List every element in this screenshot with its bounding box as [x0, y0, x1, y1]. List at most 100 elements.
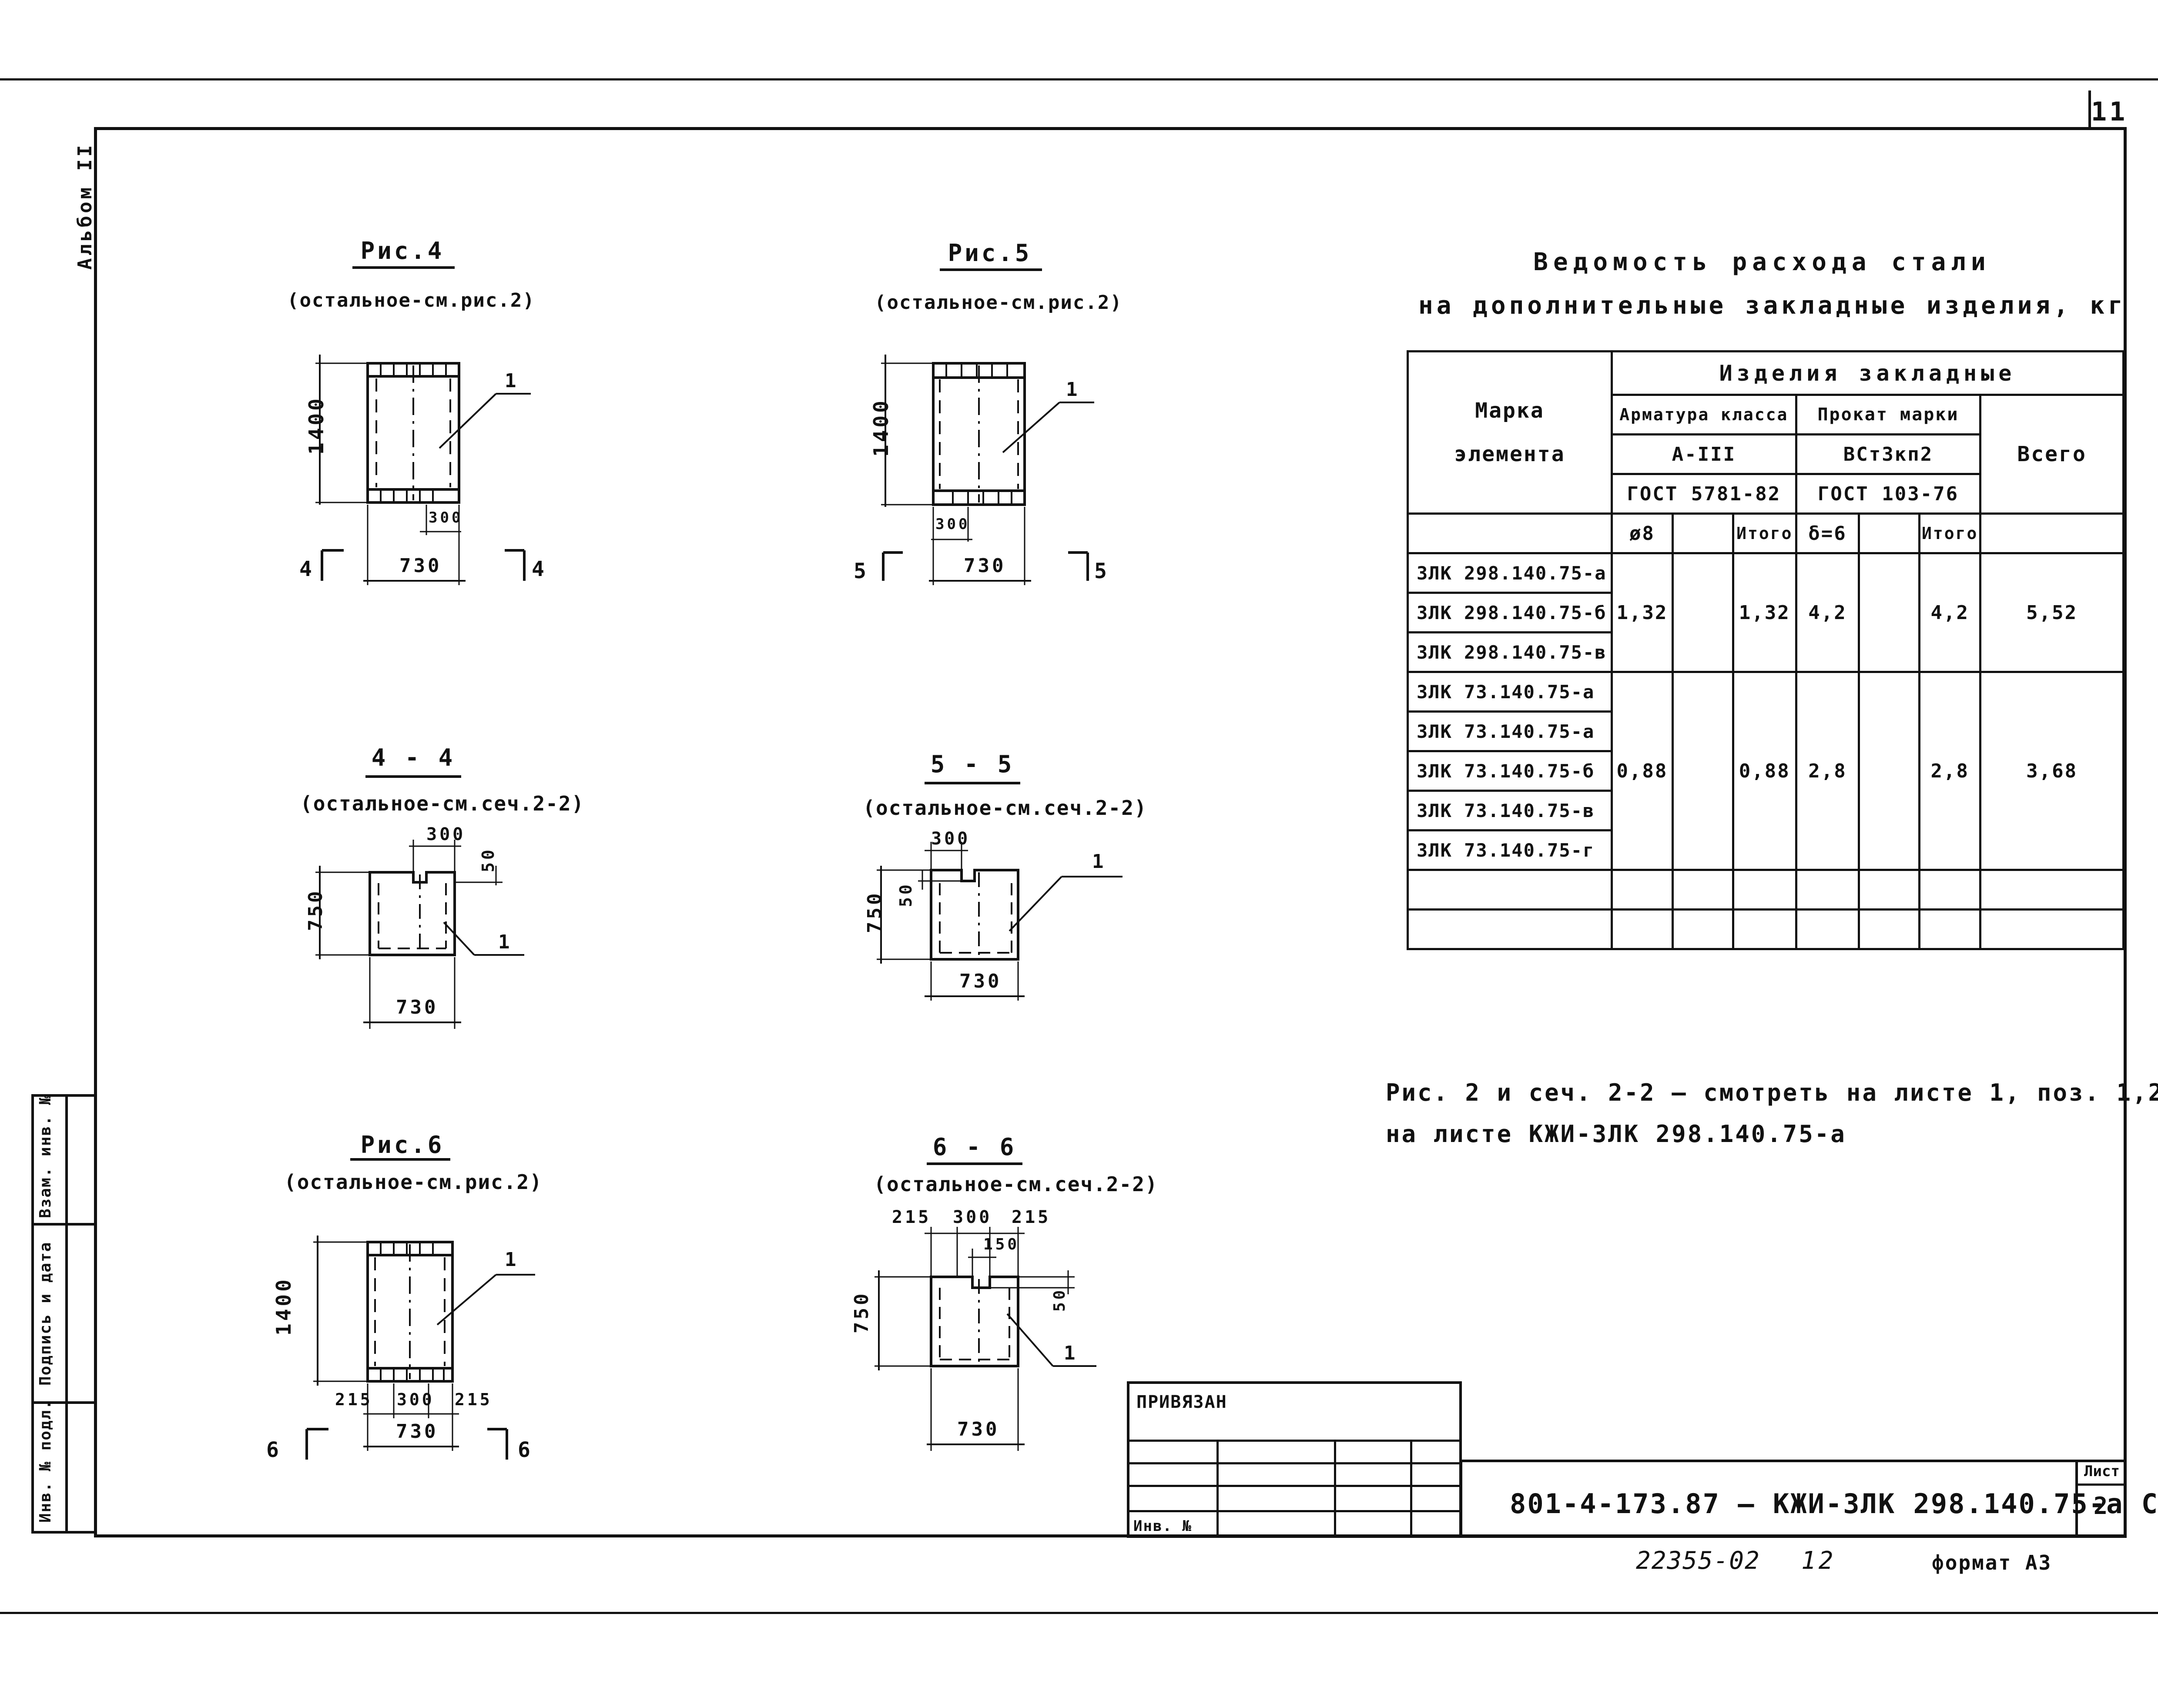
g1-itogo1: 1,32 [1732, 552, 1797, 673]
fig6-note: (остальное-см.рис.2) [284, 1170, 543, 1194]
fig6-dim-c: 215 [455, 1390, 493, 1409]
table-title-line2: на дополнительные закладные изделия, кг [1418, 291, 2126, 320]
sec44-dim-height: 750 [305, 888, 327, 931]
fig6-cut-right: 6 [518, 1438, 533, 1462]
th-d8: ø8 [1611, 512, 1674, 554]
row-mark: 3ЛК 298.140.75-б [1407, 592, 1613, 633]
top-trim-line [0, 78, 2158, 80]
row-mark: 3ЛК 298.140.75-в [1407, 631, 1613, 673]
g1-itogo2: 4,2 [1918, 552, 1982, 673]
fig5-dim-small: 300 [935, 516, 970, 533]
sec55-callout: 1 [1092, 851, 1106, 873]
row-mark: 3ЛК 298.140.75-а [1407, 552, 1613, 594]
row-mark: 3ЛК 73.140.75-а [1407, 671, 1613, 713]
th-itogo1: Итого [1732, 512, 1797, 554]
fig6-callout: 1 [505, 1249, 519, 1271]
fig4-title: Рис.4 [360, 237, 445, 265]
privyazan-label: ПРИВЯЗАН [1136, 1392, 1227, 1412]
sec66-dim-a: 215 [892, 1207, 932, 1227]
sec44-title: 4 - 4 [371, 744, 456, 771]
sec66-drawing [875, 1227, 1096, 1451]
g1-total: 5,52 [1979, 552, 2124, 673]
th-armatura: Арматура класса [1611, 394, 1797, 435]
title-designation: 801-4-173.87 – КЖИ-3ЛК 298.140.75-а СБ [1510, 1488, 2158, 1520]
sec44-dim-depth: 50 [479, 847, 498, 872]
g2-itogo1: 0,88 [1732, 671, 1797, 871]
sec66-title: 6 - 6 [932, 1133, 1017, 1161]
title-sheet-label: Лист [2084, 1463, 2120, 1480]
fig4-note: (остальное-см.рис.2) [287, 289, 535, 311]
g2-total: 3,68 [1979, 671, 2124, 871]
sec55-drawing [877, 842, 1123, 1001]
fig4-drawing [315, 355, 531, 585]
side-stamp [31, 1094, 97, 1534]
title-sheet-number: 2 [2093, 1492, 2111, 1520]
fig5-drawing [881, 355, 1094, 585]
row-mark: 3ЛК 73.140.75-в [1407, 790, 1613, 831]
th-armatura-class: А-III [1611, 433, 1797, 475]
privyazan-inv: Инв. № [1133, 1517, 1192, 1535]
drawing-frame [94, 127, 2127, 1537]
sec44-dim-width: 730 [396, 996, 439, 1018]
sheet-corner-number: 11 [2091, 97, 2128, 127]
fig5-cut-left: 5 [854, 559, 869, 583]
sec44-callout: 1 [498, 931, 513, 953]
footer-order: 22355-02 [1636, 1547, 1760, 1575]
sec66-dim-b: 300 [953, 1207, 992, 1227]
th-delta: δ=6 [1795, 512, 1860, 554]
sec55-dim-height: 750 [864, 891, 886, 933]
th-prokat-gost: ГОСТ 103-76 [1795, 473, 1982, 515]
fig6-dim-height: 1400 [272, 1277, 295, 1336]
g2-itogo2: 2,8 [1918, 671, 1982, 871]
sec66-dim-c: 215 [1012, 1207, 1051, 1227]
sec55-dim-width: 730 [959, 970, 1002, 992]
sec44-drawing [315, 840, 524, 1029]
footer-page: 12 [1801, 1547, 1836, 1575]
th-group: Изделия закладные [1611, 350, 2124, 396]
fig5-callout: 1 [1066, 378, 1080, 401]
fig5-note: (остальное-см.рис.2) [875, 291, 1123, 314]
fig4-cut-right: 4 [532, 557, 547, 581]
sec55-dim-small: 300 [931, 829, 971, 849]
sec66-dim-depth: 50 [1051, 1287, 1069, 1312]
fig6-dim-width: 730 [396, 1420, 439, 1443]
th-total: Всего [1979, 394, 2124, 515]
g1-d8: 1,32 [1611, 552, 1674, 673]
fig6-title: Рис.6 [360, 1131, 445, 1159]
fig4-dim-small: 300 [429, 509, 463, 526]
sec66-dim-d: 150 [983, 1236, 1020, 1253]
fig5-cut-right: 5 [1094, 559, 1109, 583]
corner-number-box [2088, 90, 2129, 130]
steel-table: Марка элемента Изделия закладные Арматур… [1407, 350, 2124, 950]
fig6-drawing [305, 1236, 535, 1460]
th-prokat: Прокат марки [1795, 394, 1982, 435]
row-mark: 3ЛК 73.140.75-а [1407, 710, 1613, 752]
th-prokat-mark: ВСт3кп2 [1795, 433, 1982, 475]
fig5-title: Рис.5 [948, 239, 1032, 267]
sec44-note: (остальное-см.сеч.2-2) [300, 792, 585, 815]
fig6-dim-b: 300 [397, 1390, 435, 1409]
sec55-dim-depth: 50 [896, 882, 915, 907]
fig5-dim-height: 1400 [869, 398, 893, 457]
th-armatura-gost: ГОСТ 5781-82 [1611, 473, 1797, 515]
fig4-dim-height: 1400 [305, 396, 328, 455]
title-block [1460, 1460, 2127, 1538]
fig6-dim-a: 215 [335, 1390, 373, 1409]
sec66-note: (остальное-см.сеч.2-2) [874, 1172, 1158, 1196]
g2-delta: 2,8 [1795, 671, 1860, 871]
fig5-dim-width: 730 [964, 555, 1006, 577]
sec55-title: 5 - 5 [930, 750, 1015, 778]
table-title-line1: Ведомость расхода стали [1533, 248, 1991, 276]
note-line2: на листе КЖИ-3ЛК 298.140.75-а [1386, 1120, 1846, 1148]
g1-delta: 4,2 [1795, 552, 1860, 673]
th-itogo2: Итого [1918, 512, 1982, 554]
sec55-note: (остальное-см.сеч.2-2) [863, 796, 1147, 820]
footer-format: формат А3 [1932, 1551, 2052, 1574]
th-mark: Марка элемента [1407, 350, 1613, 515]
fig4-dim-width: 730 [399, 555, 442, 577]
sec66-dim-width: 730 [957, 1418, 1000, 1440]
row-mark: 3ЛК 73.140.75-г [1407, 829, 1613, 871]
sec66-callout: 1 [1064, 1342, 1078, 1364]
fig4-callout: 1 [505, 370, 519, 392]
